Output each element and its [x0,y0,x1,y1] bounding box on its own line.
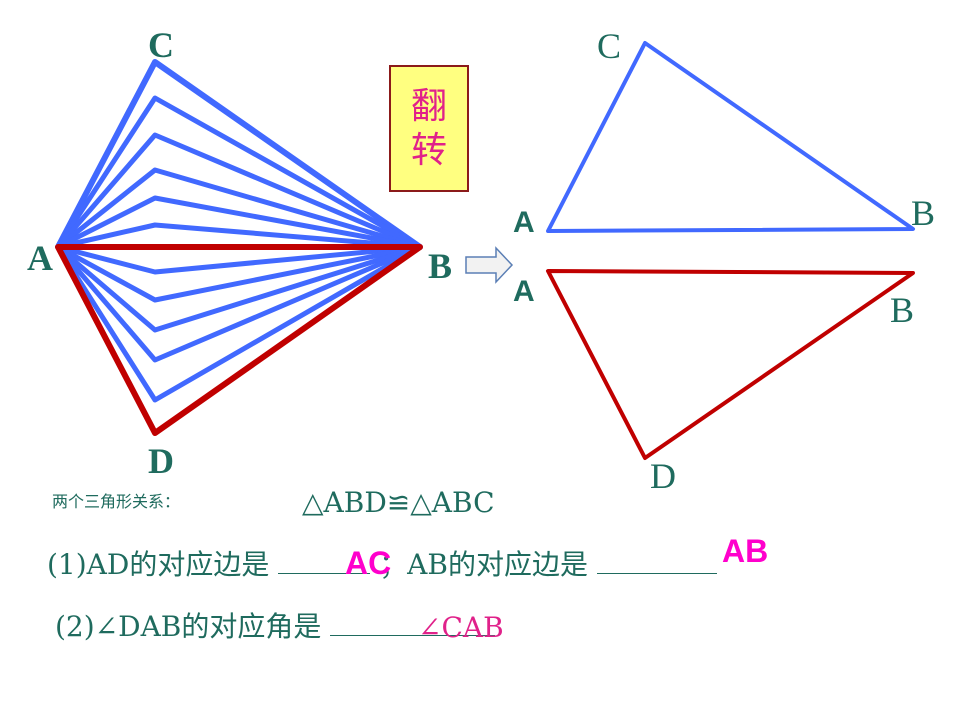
q2-blank [330,635,496,636]
intermediate-triangle [56,167,421,250]
right-arrow-icon [465,246,514,284]
label-A-right-lower: A [513,275,535,308]
label-B-right-upper: B [911,193,936,233]
label-D-right: D [650,456,676,496]
label-C-left: C [148,25,174,65]
label-A-right-upper: A [513,206,535,239]
q1-answer-1: AC [345,545,392,581]
intermediate-triangle [56,195,421,250]
label-A-left: A [27,238,53,278]
intermediate-triangle [57,222,421,250]
left-flip-figure [55,59,423,436]
label-B-right-lower: B [890,290,915,330]
q2-text: (2)∠DAB的对应角是 [55,610,331,643]
flip-label-box: 翻 转 [389,65,469,192]
question-2: (2)∠DAB的对应角是 [55,610,496,643]
upper-triangle-ACB [546,41,915,233]
label-D-left: D [148,441,174,481]
question-1: (1)AD的对应边是 ；AB的对应边是 [47,551,717,579]
q2-answer: ∠CAB [418,611,504,644]
intermediate-triangle [55,95,422,250]
q1-blank-1 [278,573,371,574]
congruence-statement: △ABD≌△ABC [302,486,495,519]
relation-prefix: 两个三角形关系： [52,492,181,511]
q1-text-part1: (1)AD的对应边是 [47,548,279,581]
intermediate-triangle [57,244,421,275]
label-B-left: B [428,246,453,286]
label-C-right: C [597,26,622,66]
lower-triangle-ABD [546,269,915,460]
q1-separator: ； [370,548,408,581]
triangle-ABD [55,244,423,436]
flip-char-1: 翻 [410,85,447,127]
intermediate-triangle [55,244,422,403]
q1-answer-2: AB [722,533,769,569]
intermediate-triangle [56,132,421,250]
intermediate-triangle [56,244,421,333]
q1-blank-2 [596,573,717,574]
intermediate-triangle [56,244,421,363]
q1-text-part2: AB的对应边是 [407,548,597,581]
flip-char-2: 转 [410,129,447,171]
right-split-figure [546,41,915,460]
intermediate-triangle [56,244,421,303]
